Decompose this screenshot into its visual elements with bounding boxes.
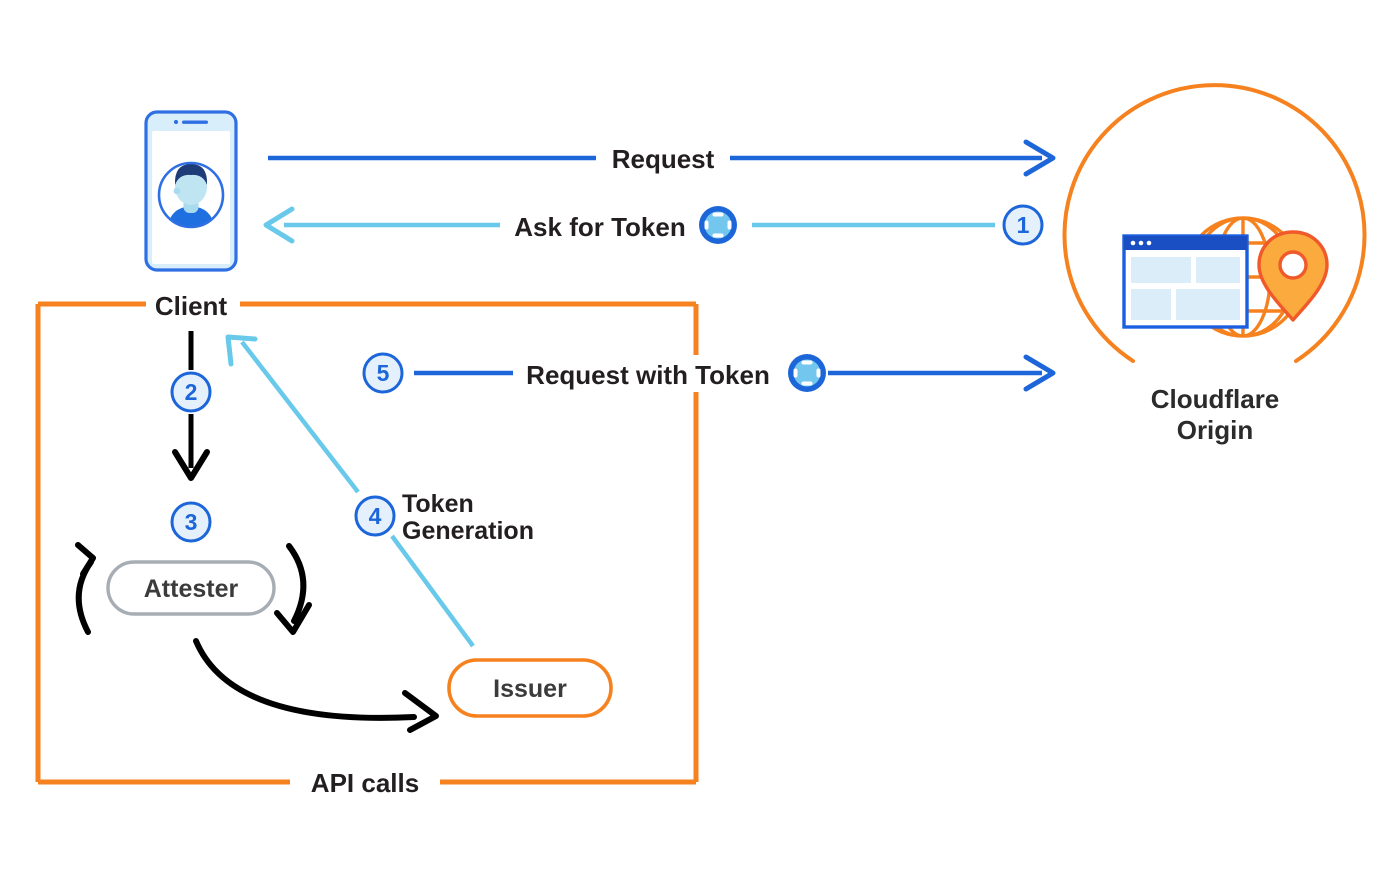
issuer-node: Issuer <box>447 658 613 718</box>
flow-client-to-attester: 2 <box>170 331 212 481</box>
token-generation-label-line1: Token <box>402 490 474 518</box>
attester-right-curve-arrow <box>274 543 312 635</box>
issuer-label: Issuer <box>493 675 567 703</box>
token-gen-line-lower <box>390 534 475 648</box>
token-icon <box>788 354 826 392</box>
attester-label: Attester <box>144 575 239 603</box>
origin-ring <box>1062 83 1367 363</box>
step-badge-1: 1 <box>1002 204 1044 246</box>
attester-right-arrowhead-icon <box>274 602 312 635</box>
avatar-person <box>159 163 223 227</box>
step2-arrowhead-icon <box>172 449 210 481</box>
location-pin-icon <box>1257 230 1329 322</box>
step-4-number: 4 <box>369 503 382 529</box>
step-badge-5: 5 <box>362 352 404 394</box>
attester-node: Attester <box>106 560 276 616</box>
step-badge-4: 4 <box>354 495 396 537</box>
attester-left-arrowhead-icon <box>75 542 96 577</box>
token-gen-arrowhead-icon <box>225 334 258 367</box>
api-calls-boundary <box>35 301 699 785</box>
flow-token-generation: 4 Token Generation <box>225 334 534 648</box>
token-icon <box>699 206 737 244</box>
ask-for-token-label: Ask for Token <box>514 212 685 242</box>
step-badge-3: 3 <box>170 501 212 543</box>
client-phone-icon <box>144 110 238 272</box>
attester-to-issuer-arrow <box>193 638 439 733</box>
request-label: Request <box>612 144 715 174</box>
issuer-arrowhead-icon <box>402 690 439 733</box>
origin-label-line1: Cloudflare <box>1151 384 1280 414</box>
step-3-number: 3 <box>185 509 198 535</box>
token-generation-label-line2: Generation <box>402 517 534 545</box>
request-token-arrowhead-icon <box>1023 354 1056 392</box>
attester-left-curve-arrow <box>75 542 96 635</box>
flow-ask-for-token: Ask for Token 1 <box>263 204 1044 246</box>
browser-window-icon <box>1122 234 1249 329</box>
request-arrowhead-icon <box>1023 139 1056 177</box>
flow-request: Request <box>268 139 1056 177</box>
origin-label-line2: Origin <box>1177 415 1254 445</box>
flow-request-with-token: 5 Request with Token <box>362 352 1056 394</box>
step-5-number: 5 <box>377 360 390 386</box>
token-gen-line-upper <box>240 340 360 494</box>
cloudflare-origin-node: Cloudflare Origin <box>1062 83 1367 445</box>
client-label: Client <box>155 291 228 321</box>
ask-token-arrowhead-icon <box>263 206 295 244</box>
step-1-number: 1 <box>1017 212 1030 238</box>
api-calls-label: API calls <box>311 768 419 798</box>
step-2-number: 2 <box>185 379 198 405</box>
request-with-token-label: Request with Token <box>526 360 770 390</box>
step-badge-2: 2 <box>170 371 212 413</box>
